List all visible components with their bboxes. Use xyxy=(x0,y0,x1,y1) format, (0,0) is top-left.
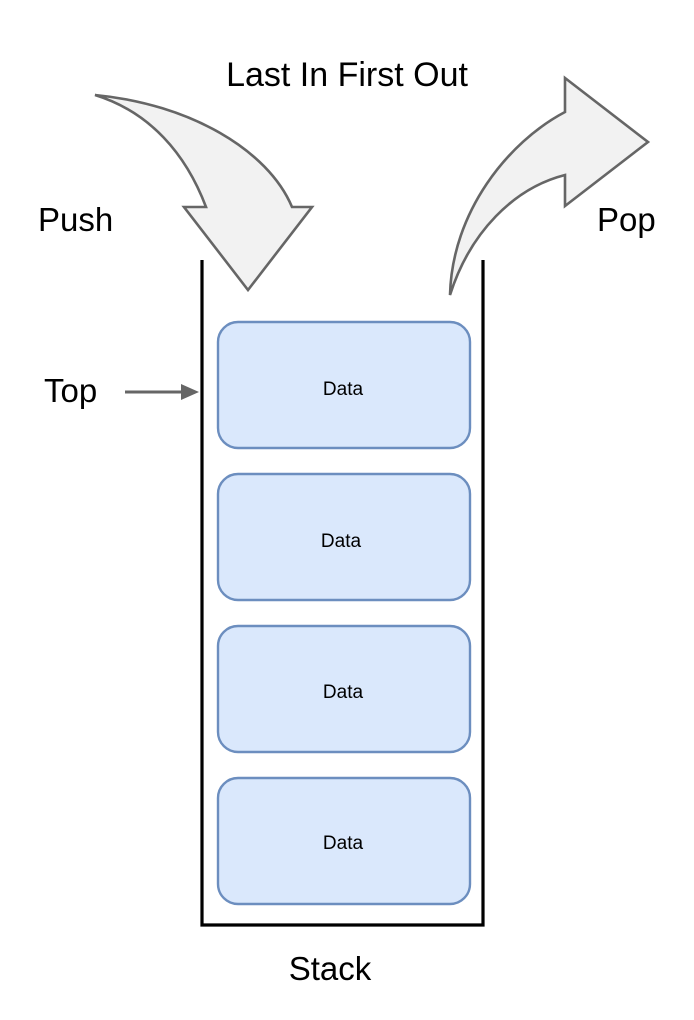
pop-label: Pop xyxy=(597,201,656,238)
stack-cell-4[interactable] xyxy=(216,776,472,906)
top-pointer-label: Top xyxy=(44,372,98,409)
stack-cell-4-label: Data xyxy=(322,833,364,854)
stack-cell-3[interactable] xyxy=(216,624,472,754)
stack-container-outline xyxy=(200,260,485,927)
push-label: Push xyxy=(38,201,114,238)
pop-arrow-icon xyxy=(448,75,651,296)
stack-cell-1-box[interactable] xyxy=(216,320,472,450)
stack-cell-2[interactable] xyxy=(216,472,472,602)
diagram-title: Last In First Out xyxy=(226,56,468,94)
stack-cell-3-box[interactable] xyxy=(216,624,472,754)
stack-cell-2-label: Data xyxy=(320,531,362,552)
stack-cell-1[interactable] xyxy=(216,320,472,450)
stack-cell-2-box[interactable] xyxy=(216,472,472,602)
stack-cell-1-label: Data xyxy=(322,379,364,400)
stack-cell-4-box[interactable] xyxy=(216,776,472,906)
push-arrow-icon xyxy=(94,93,315,293)
stack-caption-label: Stack xyxy=(288,950,372,987)
top-pointer-arrow-icon xyxy=(125,384,199,400)
stack-cell-3-label: Data xyxy=(322,682,364,703)
